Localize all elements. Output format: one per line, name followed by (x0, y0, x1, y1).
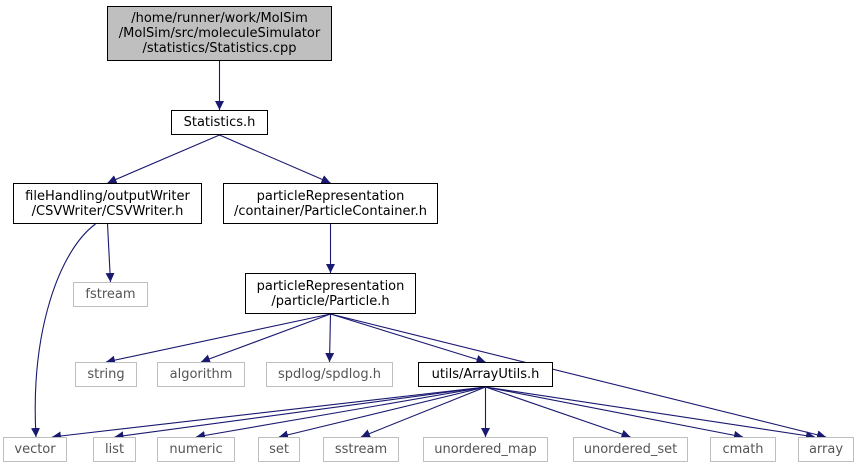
node-label-line: fstream (85, 287, 136, 302)
node-cmath[interactable]: cmath (710, 437, 776, 462)
edge-arrayutils_h-to-unordered_set (485, 386, 631, 439)
node-label-line: list (104, 442, 125, 457)
edge-arrayutils_h-to-numeric (195, 386, 486, 440)
node-label-line: string (87, 367, 125, 382)
node-label-line: /container/ParticleContainer.h (233, 203, 428, 219)
node-label-line: set (269, 442, 289, 457)
edge-particle_h-to-array (330, 313, 827, 440)
node-arrayutils-h[interactable]: utils/ArrayUtils.h (418, 362, 553, 387)
node-numeric[interactable]: numeric (157, 437, 235, 462)
node-particlecontainer-h[interactable]: particleRepresentation /container/Partic… (223, 183, 438, 224)
node-label-line: utils/ArrayUtils.h (431, 367, 540, 382)
node-label-line: Statistics.h (183, 115, 256, 130)
node-set[interactable]: set (258, 437, 300, 462)
node-label-line: /CSVWriter/CSVWriter.h (31, 203, 184, 219)
edge-arrayutils_h-to-vector (51, 386, 486, 441)
node-label-line: numeric (169, 442, 223, 457)
node-array[interactable]: array (798, 437, 854, 462)
node-statistics-h[interactable]: Statistics.h (171, 110, 268, 135)
node-label-line: particleRepresentation (256, 278, 405, 294)
edge-arrayutils_h-to-list (114, 386, 486, 441)
node-label-line: unordered_set (583, 442, 678, 457)
edge-arrayutils_h-to-cmath (485, 386, 744, 440)
node-statistics-cpp[interactable]: /home/runner/work/MolSim /MolSim/src/mol… (107, 6, 332, 61)
edge-particle_h-to-algorithm (200, 313, 331, 364)
edge-arrayutils_h-to-sstream (360, 386, 486, 438)
edge-statistics_h-to-particlecontainer_h (219, 134, 331, 184)
node-string[interactable]: string (75, 362, 137, 387)
node-label-line: /home/runner/work/MolSim (131, 11, 308, 26)
node-particle-h[interactable]: particleRepresentation /particle/Particl… (245, 273, 416, 314)
node-label-line: /statistics/Statistics.cpp (142, 41, 297, 56)
node-label-line: /MolSim/src/moleculeSimulator (118, 26, 321, 41)
edge-csvwriter_h-to-vector (31, 223, 96, 438)
node-csvwriter-h[interactable]: fileHandling/outputWriter /CSVWriter/CSV… (13, 183, 202, 224)
node-algorithm[interactable]: algorithm (157, 362, 245, 387)
node-label-line: unordered_map (434, 442, 537, 457)
edge-particle_h-to-arrayutils_h (330, 313, 486, 364)
edge-statistics_h-to-csvwriter_h (107, 134, 220, 184)
edge-csvwriter_h-to-fstream (105, 223, 115, 283)
node-unordered-map[interactable]: unordered_map (423, 437, 548, 462)
node-label-line: fileHandling/outputWriter (25, 188, 190, 204)
node-unordered-set[interactable]: unordered_set (573, 437, 688, 462)
node-label-line: algorithm (169, 367, 233, 382)
node-list[interactable]: list (93, 437, 136, 462)
node-label-line: /particle/Particle.h (271, 293, 390, 309)
node-label-line: particleRepresentation (256, 188, 405, 204)
node-label-line: spdlog/spdlog.h (278, 367, 381, 382)
edge-arrayutils_h-to-array (485, 386, 816, 441)
edge-particle_h-to-string (105, 313, 331, 365)
node-vector[interactable]: vector (3, 437, 67, 462)
node-label-line: sstream (334, 442, 388, 457)
edge-arrayutils_h-to-set (278, 386, 486, 440)
node-spdlog-h[interactable]: spdlog/spdlog.h (266, 362, 393, 387)
edge-particle_h-to-spdlog (325, 313, 335, 363)
node-label-line: vector (14, 442, 56, 457)
node-label-line: cmath (722, 442, 764, 457)
node-label-line: array (808, 442, 844, 457)
node-sstream[interactable]: sstream (323, 437, 399, 462)
node-fstream[interactable]: fstream (73, 282, 148, 307)
